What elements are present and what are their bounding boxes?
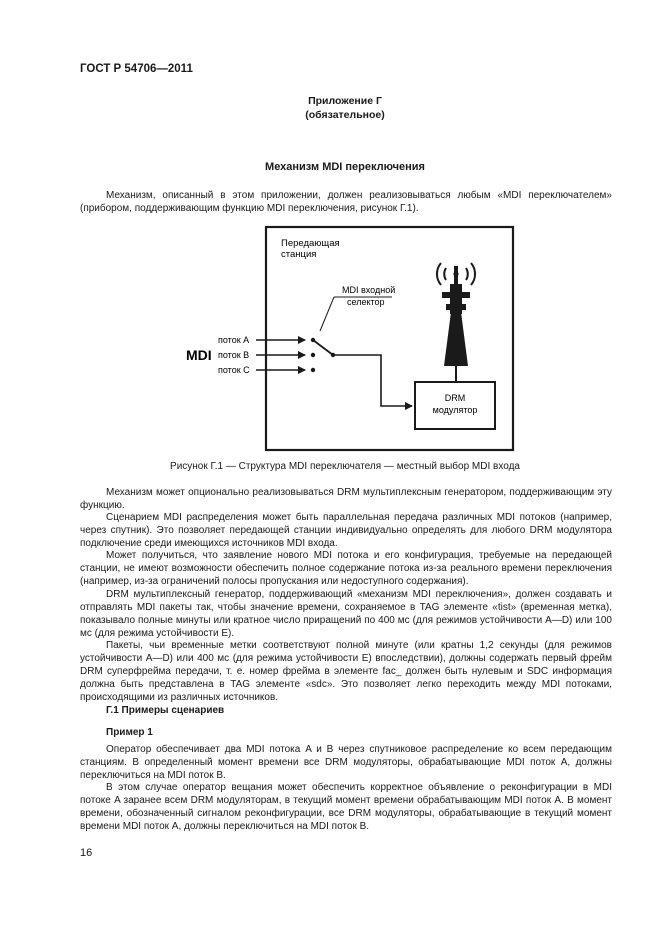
page-number: 16 xyxy=(80,847,93,859)
subsection-title: Г.1 Примеры сценариев xyxy=(106,705,225,716)
selector-label-line2: селектор xyxy=(347,297,385,307)
document-header: ГОСТ Р 54706—2011 xyxy=(80,63,193,75)
drm-label-line2: модулятор xyxy=(433,405,478,415)
antenna-tower-icon xyxy=(436,262,476,382)
selector-label-line1: MDI входной xyxy=(342,285,395,295)
figure-caption: Рисунок Г.1 — Структура MDI переключател… xyxy=(170,461,520,472)
paragraph-2: Сценарием MDI распределения может быть п… xyxy=(80,512,612,549)
stream-c-label: поток C xyxy=(218,365,250,375)
output-line xyxy=(333,354,413,410)
stream-a-label: поток A xyxy=(218,335,249,345)
stream-b-label: поток B xyxy=(218,350,249,360)
station-label-line1: Передающая xyxy=(281,238,340,249)
station-label-line2: станция xyxy=(281,249,316,260)
example-paragraph-1: Оператор обеспечивает два MDI потока A и… xyxy=(80,744,612,781)
drm-label-line1: DRM xyxy=(445,393,466,403)
selector-pointer xyxy=(319,296,335,332)
station-frame xyxy=(264,225,515,452)
mdi-switcher-diagram: Передающая станция MDI входной селектор … xyxy=(186,225,515,452)
switch-lever xyxy=(312,339,334,356)
paragraph-3: Может получиться, что заявление нового M… xyxy=(80,550,612,587)
paragraph-4: DRM мультиплексный генератор, поддержива… xyxy=(80,589,612,639)
example-paragraph-2: В этом случае оператор вещания может обе… xyxy=(80,782,612,832)
mdi-label: MDI xyxy=(186,347,212,363)
intro-paragraph: Механизм, описанный в этом приложении, д… xyxy=(80,190,612,214)
appendix-status: (обязательное) xyxy=(305,109,385,121)
example-title: Пример 1 xyxy=(106,727,153,738)
appendix-title: Приложение Г xyxy=(308,95,382,107)
paragraph-5: Пакеты, чьи временные метки соответствую… xyxy=(80,640,612,703)
paragraph-1: Механизм может опционально реализовывать… xyxy=(80,487,612,511)
section-title: Механизм MDI переключения xyxy=(265,161,425,173)
